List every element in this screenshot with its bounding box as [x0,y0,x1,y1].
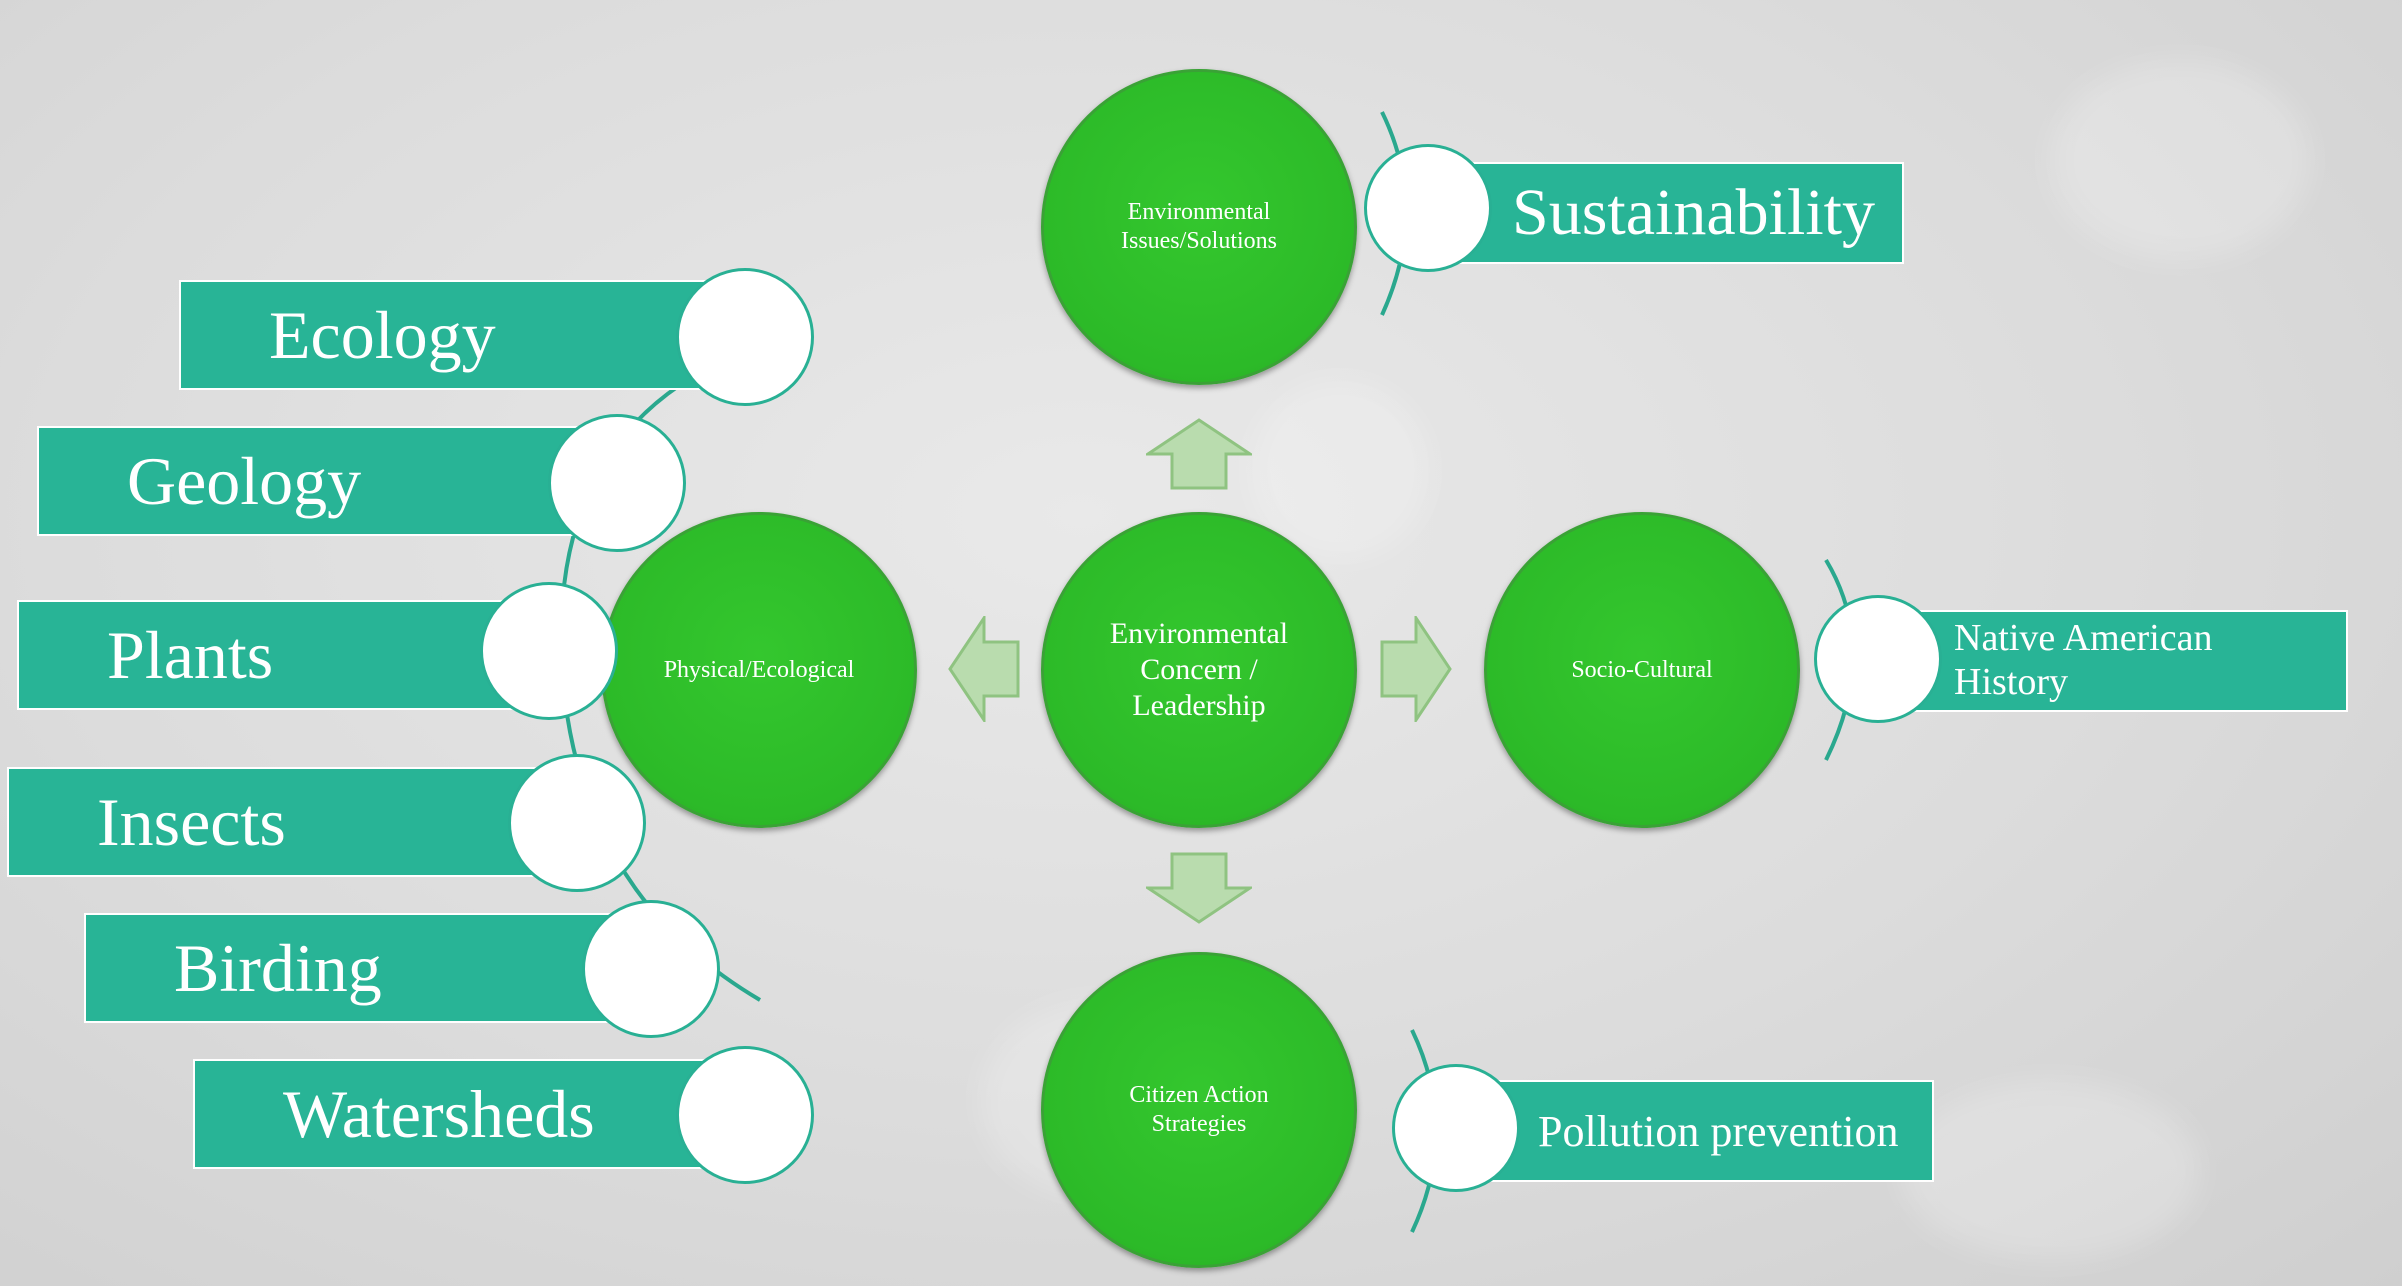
sustainability-label: Sustainability [1512,176,1875,249]
geology-bar: Geology [37,426,597,536]
ecology-bar: Ecology [179,280,719,390]
center-label: Environmental Concern / Leadership [1109,617,1289,722]
arrow-right-icon [1380,616,1452,722]
citizen-action-circle: Citizen Action Strategies [1041,952,1357,1268]
sustainability-node [1364,144,1492,272]
birding-bar: Birding [84,913,644,1023]
citizen-action-label: Citizen Action Strategies [1129,1082,1269,1137]
geology-label: Geology [127,442,362,519]
native-american-history-bar: Native American History [1874,610,2348,712]
geology-node [548,414,686,552]
arrow-left-icon [948,616,1020,722]
native-american-history-node [1814,595,1942,723]
watersheds-bar: Watersheds [193,1059,723,1169]
pollution-prevention-bar: Pollution prevention [1460,1080,1934,1182]
arrow-down-icon [1146,852,1252,924]
watersheds-label: Watersheds [283,1075,595,1152]
environmental-issues-circle: Environmental Issues/Solutions [1041,69,1357,385]
background-blur [1900,1080,2200,1260]
ecology-label: Ecology [269,296,496,373]
plants-bar: Plants [17,600,527,710]
plants-label: Plants [107,616,274,693]
socio-cultural-label: Socio-Cultural [1571,656,1713,683]
physical-ecological-label: Physical/Ecological [663,656,855,683]
pollution-prevention-node [1392,1064,1520,1192]
birding-node [582,900,720,1038]
environmental-issues-label: Environmental Issues/Solutions [1120,199,1278,254]
plants-node [480,582,618,720]
watersheds-node [676,1046,814,1184]
insects-label: Insects [97,783,286,860]
birding-label: Birding [174,929,382,1006]
pollution-prevention-label: Pollution prevention [1538,1106,1899,1156]
insects-node [508,754,646,892]
center-circle: Environmental Concern / Leadership [1041,512,1357,828]
insects-bar: Insects [7,767,547,877]
native-american-history-label: Native American History [1954,617,2213,703]
arrow-up-icon [1146,418,1252,490]
background-blur [1250,380,1430,560]
socio-cultural-circle: Socio-Cultural [1484,512,1800,828]
background-blur [2050,60,2310,260]
physical-ecological-circle: Physical/Ecological [601,512,917,828]
ecology-node [676,268,814,406]
sustainability-bar: Sustainability [1430,162,1904,264]
